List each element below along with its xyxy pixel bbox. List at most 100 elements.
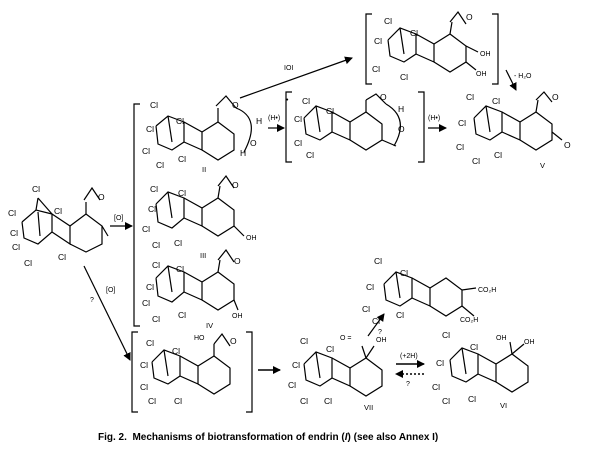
svg-text:Cl: Cl <box>174 238 182 248</box>
svg-text:OH: OH <box>480 51 491 58</box>
svg-text:Cl: Cl <box>292 360 300 370</box>
svg-text:Cl: Cl <box>12 242 20 252</box>
caption-fig-label: Fig. 2. <box>98 432 127 443</box>
svg-text:III: III <box>200 251 206 260</box>
svg-text:Cl: Cl <box>148 396 156 406</box>
svg-text:O: O <box>230 336 237 346</box>
svg-text:Cl: Cl <box>442 396 450 406</box>
ioi-label: IOI <box>284 65 293 72</box>
compound-vi-structure <box>449 341 529 393</box>
svg-text:Cl: Cl <box>300 396 308 406</box>
svg-text:H: H <box>398 104 404 114</box>
arrow-ii-to-diol <box>239 56 353 99</box>
h-radical-label-2: (H•) <box>428 115 440 122</box>
svg-text:Cl: Cl <box>150 100 158 110</box>
svg-text:Cl: Cl <box>58 252 66 262</box>
svg-text:Cl: Cl <box>326 106 334 116</box>
svg-text:Cl: Cl <box>176 116 184 126</box>
svg-text:Cl: Cl <box>362 304 370 314</box>
svg-text:Cl: Cl <box>140 382 148 392</box>
svg-text:O: O <box>380 92 387 102</box>
svg-text:Cl: Cl <box>374 36 382 46</box>
svg-text:OH: OH <box>496 335 507 342</box>
diol-structure <box>387 10 479 73</box>
svg-text:Cl: Cl <box>142 298 150 308</box>
svg-text:Cl: Cl <box>432 382 440 392</box>
svg-text:HO: HO <box>194 335 205 342</box>
compound-iv-labels: Cl Cl Cl Cl Cl Cl O OH IV <box>142 256 243 330</box>
svg-text:Cl: Cl <box>384 16 392 26</box>
svg-text:Cl: Cl <box>142 224 150 234</box>
svg-text:Cl: Cl <box>178 310 186 320</box>
svg-text:Cl: Cl <box>174 396 182 406</box>
svg-text:V: V <box>540 161 545 170</box>
minus-water-label: - H₂O <box>514 73 532 80</box>
svg-text:CO₂H: CO₂H <box>460 317 478 324</box>
intermediate-structure <box>303 93 401 151</box>
h-radical-label-1: (H•) <box>268 115 280 122</box>
svg-text:Cl: Cl <box>302 96 310 106</box>
svg-text:O =: O = <box>340 335 351 342</box>
compound-ii-labels: Cl Cl Cl Cl Cl Cl O H O H II <box>142 100 262 174</box>
compound-ii-structure <box>155 95 252 161</box>
svg-text:Cl: Cl <box>148 204 156 214</box>
unknown-label-2: ? <box>378 329 382 336</box>
svg-text:H: H <box>240 148 246 158</box>
svg-text:OH: OH <box>524 339 535 346</box>
svg-text:Cl: Cl <box>294 138 302 148</box>
svg-text:Cl: Cl <box>24 258 32 268</box>
svg-text:Cl: Cl <box>456 142 464 152</box>
caption-roman: I <box>344 432 348 443</box>
arrow-vii-to-diacid <box>367 313 385 337</box>
svg-text:Cl: Cl <box>442 330 450 340</box>
oxidation-label-1: [O] <box>114 215 123 222</box>
svg-text:Cl: Cl <box>306 150 314 160</box>
svg-text:Cl: Cl <box>172 346 180 356</box>
svg-text:Cl: Cl <box>146 124 154 134</box>
bracket-intermediate <box>285 91 425 163</box>
svg-text:OH: OH <box>376 337 387 344</box>
svg-text:Cl: Cl <box>294 114 302 124</box>
compound-vii-structure <box>303 345 383 397</box>
compound-vi-labels: Cl Cl Cl Cl Cl Cl OH OH VI <box>432 330 535 410</box>
svg-text:Cl: Cl <box>472 156 480 166</box>
svg-text:Cl: Cl <box>156 160 164 170</box>
compound-iii-labels: Cl Cl Cl Cl Cl Cl O OH III <box>142 180 257 260</box>
svg-text:Cl: Cl <box>470 342 478 352</box>
unknown-label-1: ? <box>90 297 94 304</box>
svg-text:Cl: Cl <box>146 338 154 348</box>
svg-text:O: O <box>564 140 571 150</box>
compound-vii-labels: Cl Cl Cl Cl Cl Cl O = OH VII <box>288 335 387 412</box>
svg-text:Cl: Cl <box>176 264 184 274</box>
bracket-diol <box>365 13 499 85</box>
diacid-structure <box>383 271 477 317</box>
svg-text:Cl: Cl <box>372 64 380 74</box>
bracket-precursor <box>131 331 253 413</box>
svg-text:Cl: Cl <box>32 184 40 194</box>
radical-dot: • <box>286 97 289 104</box>
oxidation-label-2: [O] <box>106 287 115 294</box>
compound-iv-structure <box>155 248 239 311</box>
diacid-labels: Cl Cl Cl Cl Cl Cl CO₂H CO₂H <box>362 256 496 326</box>
svg-text:VII: VII <box>364 403 373 412</box>
compound-iii-structure <box>155 174 245 237</box>
svg-text:IV: IV <box>206 321 213 330</box>
svg-text:H: H <box>256 116 262 126</box>
svg-text:Cl: Cl <box>152 314 160 324</box>
svg-text:O: O <box>234 256 241 266</box>
svg-text:II: II <box>202 165 206 174</box>
svg-text:Cl: Cl <box>152 260 160 270</box>
svg-text:Cl: Cl <box>300 336 308 346</box>
svg-text:Cl: Cl <box>366 282 374 292</box>
svg-text:CO₂H: CO₂H <box>478 287 496 294</box>
endrin-structure <box>21 186 109 253</box>
svg-text:Cl: Cl <box>54 206 62 216</box>
svg-text:Cl: Cl <box>468 394 476 404</box>
svg-text:Cl: Cl <box>326 344 334 354</box>
plus-2h-label: (+2H) <box>400 353 418 360</box>
svg-text:Cl: Cl <box>374 256 382 266</box>
svg-text:Cl: Cl <box>410 28 418 38</box>
svg-text:O: O <box>552 92 559 102</box>
svg-text:Cl: Cl <box>178 188 186 198</box>
precursor-labels: Cl Cl Cl Cl Cl Cl HO O <box>140 335 237 406</box>
